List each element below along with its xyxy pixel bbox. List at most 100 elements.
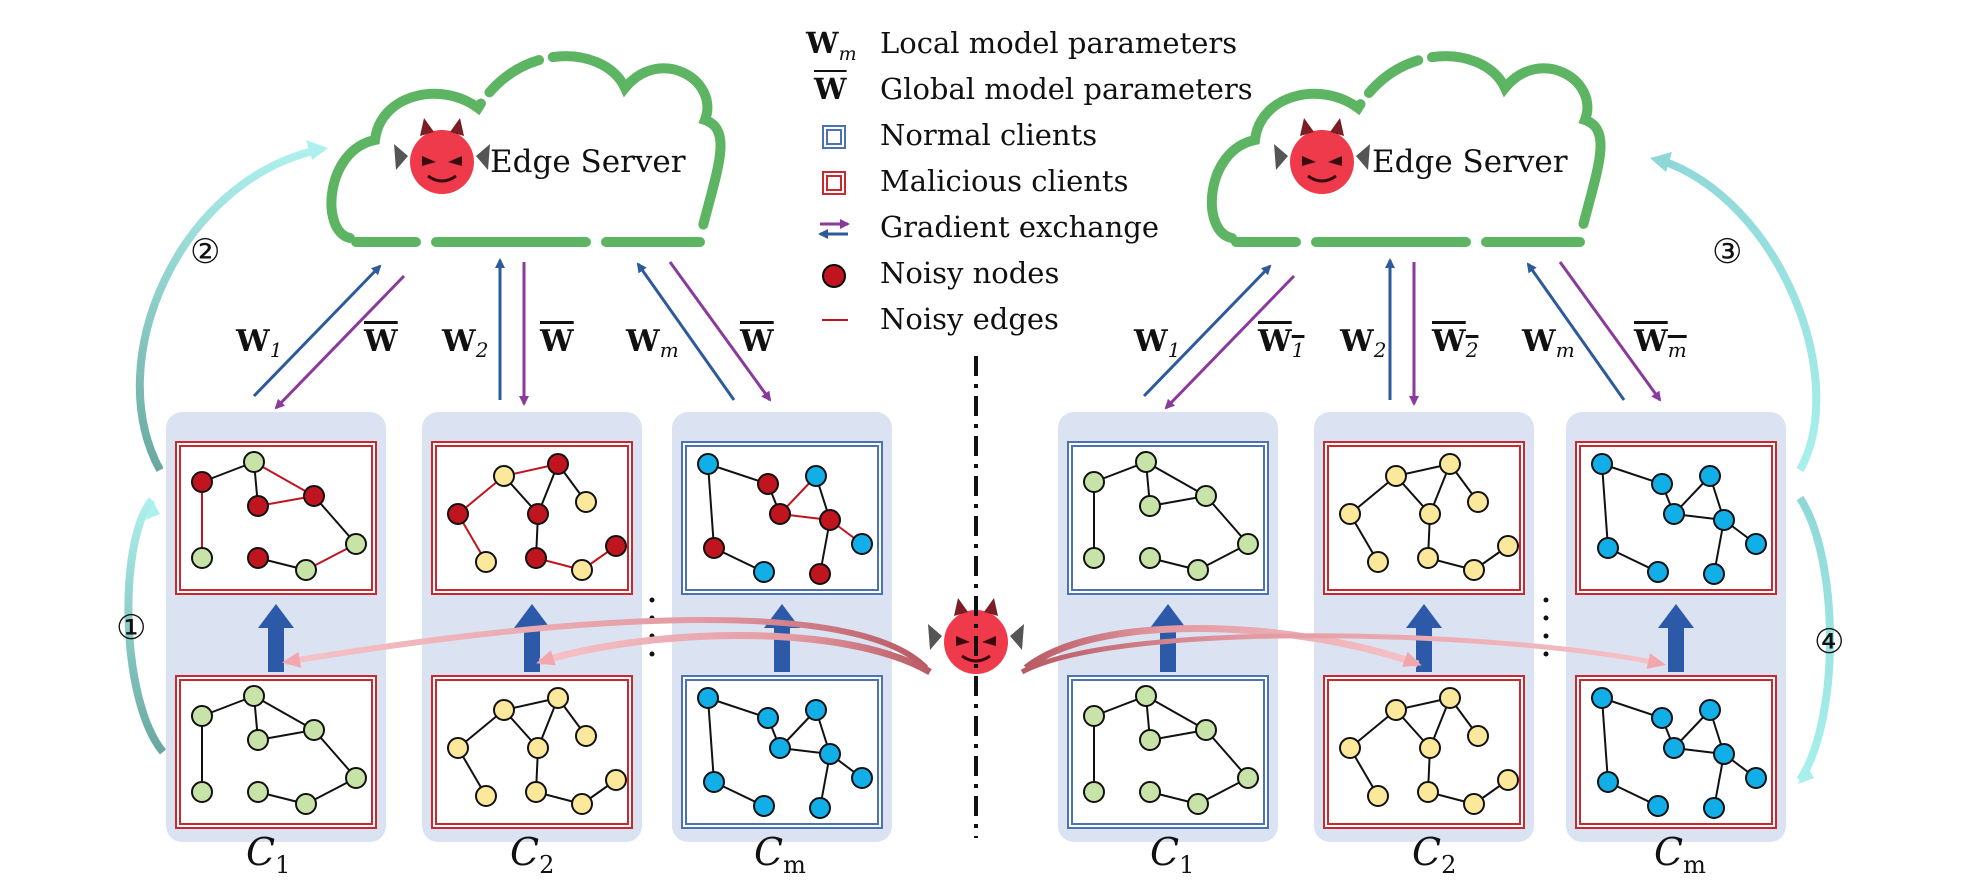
graph-node	[1083, 471, 1105, 493]
graph-node	[769, 737, 791, 759]
left-upload-arrow-1	[252, 264, 382, 398]
right-upload-label-2: W2	[1340, 324, 1387, 362]
left-client-card-m	[672, 412, 892, 842]
transform-arrow-shaft	[1160, 626, 1176, 672]
graph-node	[753, 561, 775, 583]
graph-node	[1367, 551, 1389, 573]
graph-node	[1497, 535, 1519, 557]
graph-node	[295, 559, 317, 581]
graph-node	[525, 547, 547, 569]
graph-node	[527, 503, 549, 525]
right-ellipsis	[1543, 597, 1549, 657]
step-arrow-up-left	[124, 497, 167, 755]
transform-arrow-head	[1150, 604, 1186, 628]
graph-node	[1597, 537, 1619, 559]
step-arrow-server-right	[1658, 156, 1821, 472]
graph-node	[1713, 509, 1735, 531]
graph-node	[247, 495, 269, 517]
legend-global-label: Global model parameters	[880, 72, 1253, 106]
transform-arrow-head	[514, 604, 550, 628]
left-client-label-2: C2	[510, 830, 555, 879]
left-cm-graph	[697, 687, 873, 819]
graph-node	[703, 537, 725, 559]
legend-local-label: Local model parameters	[880, 26, 1238, 60]
graph-node	[1713, 743, 1735, 765]
graph-frame-inner	[1071, 679, 1265, 825]
attack-arrow-left-2	[536, 632, 932, 676]
graph-node	[753, 795, 775, 817]
right-client-label-1: C1	[1150, 830, 1195, 879]
legend-icons	[818, 125, 850, 321]
graph-node	[605, 535, 627, 557]
step-label-1: ①	[116, 608, 147, 648]
graph-node	[809, 563, 831, 585]
left-edge-server-cloud	[326, 51, 726, 247]
graph-node	[1195, 719, 1217, 741]
transform-arrow-head	[1406, 604, 1442, 628]
legend-malicious-label: Malicious clients	[880, 164, 1129, 198]
graph-edge	[707, 697, 715, 783]
attack-arrow-right-2	[1020, 633, 1666, 675]
graph-node	[547, 687, 569, 709]
legend-noisy-nodes-label: Noisy nodes	[880, 256, 1060, 290]
double-arrow-icon	[818, 219, 850, 239]
graph-node	[1139, 781, 1161, 803]
graph-edge	[1601, 463, 1609, 549]
graph-node	[697, 453, 719, 475]
ellipsis-dot	[1543, 633, 1549, 639]
graph-node	[1703, 797, 1725, 819]
right-client-card-2	[1314, 412, 1534, 842]
graph-node	[295, 793, 317, 815]
graph-node	[605, 769, 627, 791]
step-arrows	[124, 140, 1834, 784]
graph-edge	[253, 461, 315, 497]
graph-node	[575, 491, 597, 513]
graph-node	[243, 685, 265, 707]
graph-node	[243, 451, 265, 473]
graph-node	[1139, 495, 1161, 517]
graph-node	[1497, 769, 1519, 791]
ellipsis-dot	[1543, 615, 1549, 621]
left-download-arrow-1	[274, 274, 406, 410]
graph-node	[247, 729, 269, 751]
graph-node	[819, 743, 841, 765]
legend-global-symbol: W	[814, 72, 847, 106]
graph-node	[525, 781, 547, 803]
right-edge-server-cloud	[1206, 51, 1606, 247]
graph-node	[1647, 561, 1669, 583]
graph-node	[1139, 729, 1161, 751]
graph-node	[697, 687, 719, 709]
graph-node	[1135, 451, 1157, 473]
right-server-label: Edge Server	[1372, 144, 1568, 180]
blue-square-icon	[822, 125, 846, 149]
left-download-label-m: W	[740, 324, 774, 359]
graph-node	[447, 737, 469, 759]
graph-node	[1187, 793, 1209, 815]
left-c2-graph	[447, 687, 627, 815]
right-cm-graph	[1591, 687, 1767, 819]
left-upload-arrow-3	[636, 262, 736, 401]
right-client-label-2: C2	[1412, 830, 1457, 879]
graph-node	[1083, 547, 1105, 569]
step-label-2: ②	[190, 232, 221, 272]
graph-node	[1699, 465, 1721, 487]
graph-node	[303, 485, 325, 507]
right-c2-graph	[1339, 687, 1519, 815]
graph-node	[1417, 781, 1439, 803]
graph-node	[1083, 781, 1105, 803]
left-upload-label-2: W2	[442, 324, 489, 362]
graph-node	[1339, 737, 1361, 759]
graph-node	[851, 767, 873, 789]
ellipsis-dot	[649, 651, 655, 657]
graph-node	[1417, 547, 1439, 569]
right-cm-graph	[1591, 453, 1767, 585]
red-square-icon	[822, 171, 846, 195]
transform-arrow-shaft	[268, 626, 284, 672]
right-c1-graph	[1083, 451, 1259, 581]
graph-node	[475, 551, 497, 573]
transform-arrow-shaft	[524, 626, 540, 672]
graph-node	[1083, 705, 1105, 727]
graph-node	[1647, 795, 1669, 817]
graph-node	[1187, 559, 1209, 581]
